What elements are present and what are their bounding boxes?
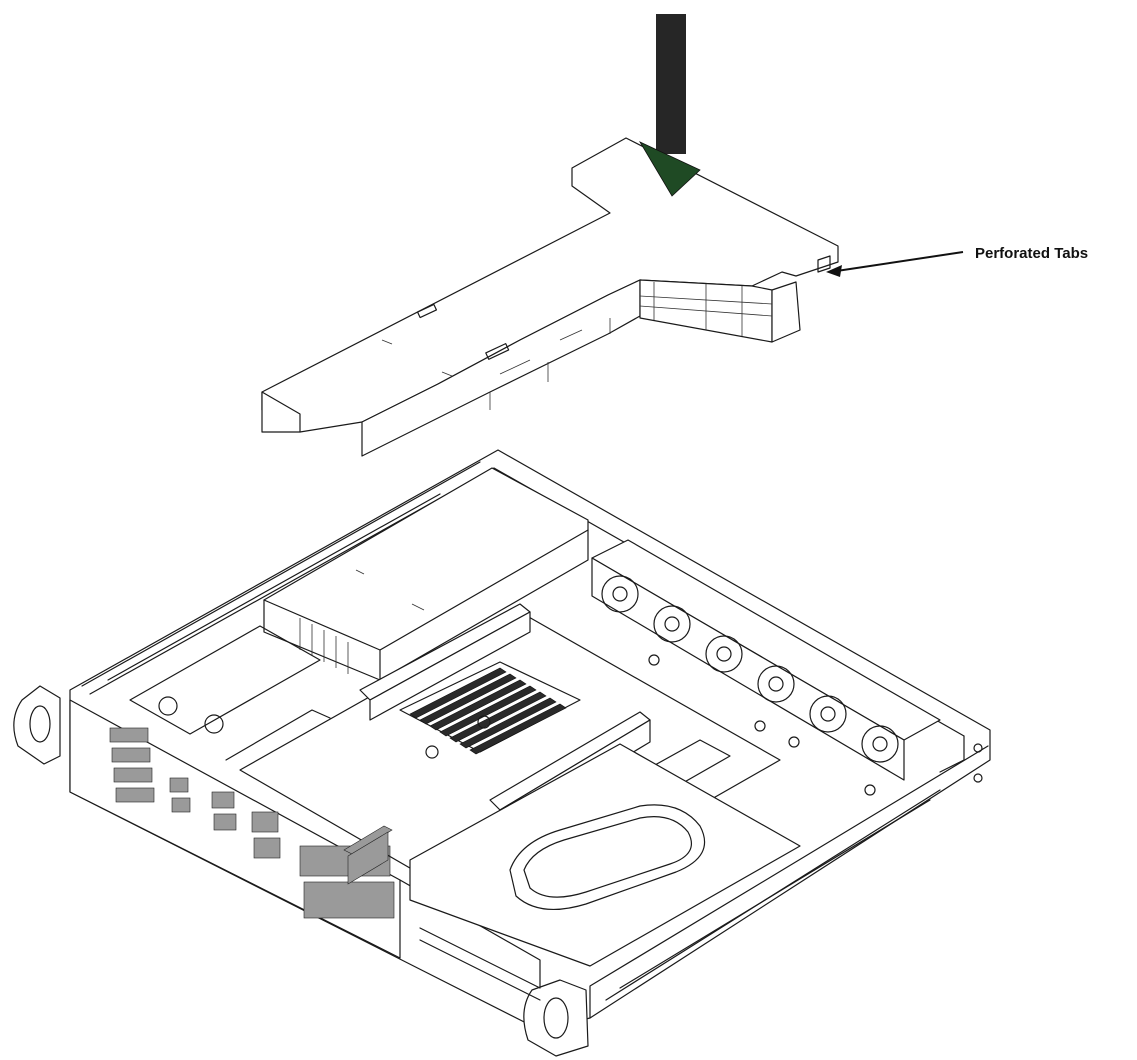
fan-icon	[861, 725, 899, 763]
fan-assembly	[591, 539, 941, 781]
down-arrow-icon	[638, 14, 701, 197]
callout-perforated-tabs: Perforated Tabs	[826, 245, 1088, 277]
right-handle	[523, 979, 589, 1057]
chipset-heatsink	[343, 825, 393, 885]
fan-icon	[757, 665, 795, 703]
server-chassis	[13, 449, 991, 1057]
fan-icon	[705, 635, 743, 673]
front-panel-ports	[109, 727, 395, 919]
drive-bay	[129, 625, 331, 761]
riser-cage	[409, 743, 801, 1001]
leader-arrow-icon	[829, 251, 964, 273]
standoffs	[648, 654, 983, 796]
air-shroud	[261, 137, 839, 457]
fan-icon	[601, 575, 639, 613]
fan-icon	[809, 695, 847, 733]
callout-label: Perforated Tabs	[975, 245, 1088, 262]
fan-icon	[653, 605, 691, 643]
left-handle	[13, 685, 61, 765]
heatsink-fins	[409, 667, 567, 755]
power-supply	[263, 467, 589, 681]
